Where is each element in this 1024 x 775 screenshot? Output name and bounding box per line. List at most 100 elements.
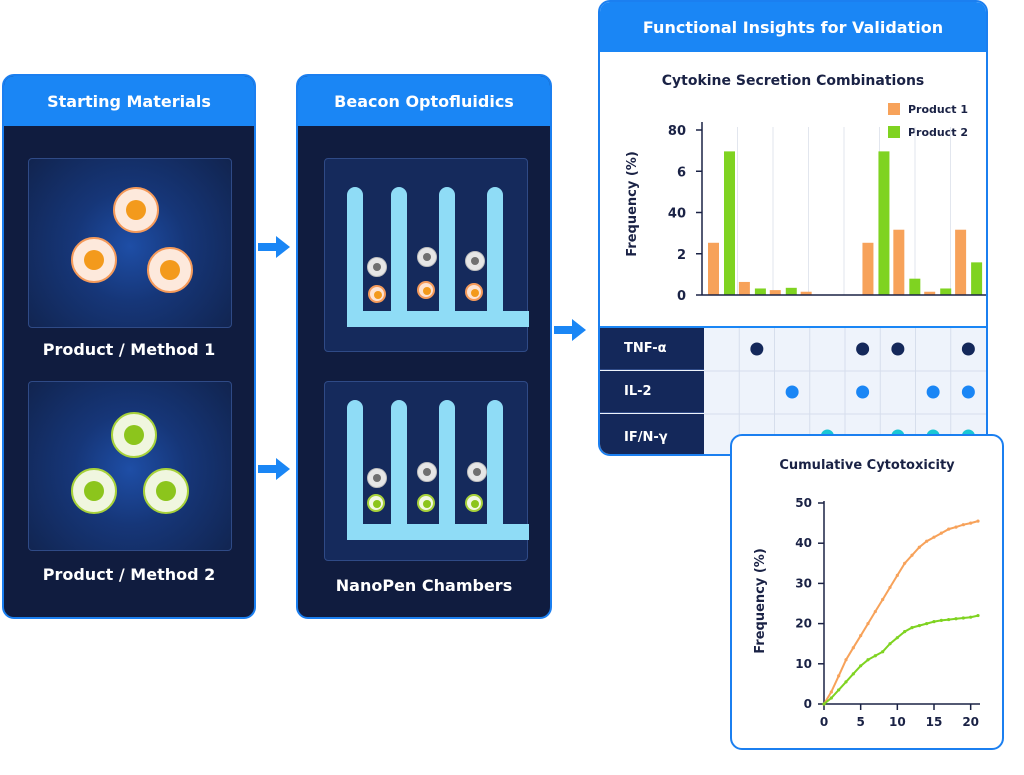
cell-icon	[113, 187, 159, 233]
cytotoxicity-point	[961, 523, 965, 527]
legend-swatch-product-1	[888, 103, 900, 115]
bead-icon	[417, 462, 437, 482]
cytotoxicity-point	[969, 615, 973, 619]
bar	[940, 288, 952, 295]
bar	[769, 290, 781, 295]
line-y-tick-label: 30	[795, 576, 812, 590]
beacon-optofluidics-title: Beacon Optofluidics	[298, 76, 550, 126]
line-y-tick-label: 20	[795, 617, 812, 631]
cell-icon	[417, 281, 435, 299]
bead-icon	[367, 257, 387, 277]
bar	[862, 242, 874, 295]
cell-icon	[71, 237, 117, 283]
dot-marker-icon	[785, 385, 799, 399]
cytotoxicity-point	[947, 527, 951, 531]
cytotoxicity-point	[851, 672, 855, 676]
line-y-tick-label: 40	[795, 536, 812, 550]
cytotoxicity-point	[939, 618, 943, 622]
cell-icon	[143, 468, 189, 514]
cytotoxicity-point	[910, 626, 914, 630]
line-x-tick-label: 0	[820, 715, 828, 729]
legend-product-1: Product 1	[908, 103, 968, 116]
line-y-tick-label: 50	[795, 496, 812, 510]
functional-insights-title: Functional Insights for Validation	[600, 2, 986, 52]
legend-product-2: Product 2	[908, 126, 968, 139]
cytotoxicity-series-line	[823, 614, 979, 705]
line-y-tick-label: 0	[804, 697, 812, 711]
product-2-tile	[28, 381, 232, 551]
product-1-tile	[28, 158, 232, 328]
bar	[738, 281, 750, 295]
cytotoxicity-point	[932, 619, 936, 624]
line-x-tick-label: 5	[856, 715, 864, 729]
cell-icon	[465, 494, 483, 512]
bar-y-tick-label: 6	[677, 165, 686, 180]
cytotoxicity-point	[954, 617, 958, 621]
dot-marker-icon	[891, 342, 905, 356]
matrix-row-label: IL-2	[600, 371, 704, 413]
bead-icon	[465, 251, 485, 271]
cell-icon	[367, 494, 385, 512]
cytotoxicity-point	[969, 521, 973, 525]
cytotoxicity-point	[829, 690, 833, 694]
cytotoxicity-point	[932, 535, 936, 539]
cytotoxicity-line-chart: Cumulative Cytotoxicity Frequency (%) 0 1…	[753, 458, 980, 729]
bar-y-tick-label: 0	[677, 289, 686, 304]
bead-icon	[367, 468, 387, 488]
cell-icon	[368, 285, 386, 303]
line-x-tick-label: 20	[962, 715, 979, 729]
dot-marker-icon	[961, 385, 975, 399]
cytotoxicity-point	[859, 664, 863, 668]
bar-y-tick-label: 2	[677, 248, 686, 263]
cytotoxicity-point	[888, 585, 892, 590]
cell-icon	[147, 247, 193, 293]
cytokine-bar-chart: Cytokine Secretion Combinations Frequenc…	[625, 73, 986, 304]
product-method-2-label: Product / Method 2	[42, 565, 216, 584]
nanopen-chamber-icon	[347, 400, 529, 540]
cytotoxicity-point	[873, 609, 877, 614]
nanopen-tile-2	[324, 381, 529, 561]
cytotoxicity-point	[866, 658, 870, 662]
cytotoxicity-point	[829, 696, 833, 700]
bead-icon	[467, 462, 487, 482]
bar	[955, 229, 967, 295]
dot-marker-icon	[750, 342, 764, 356]
bar-chart-ylabel: Frequency (%)	[625, 151, 640, 257]
dot-marker-icon	[856, 342, 870, 356]
cytotoxicity-point	[910, 553, 914, 557]
line-y-tick-label: 10	[795, 657, 812, 671]
cytotoxicity-point	[844, 658, 848, 662]
cytotoxicity-point	[895, 636, 899, 640]
bar	[878, 151, 890, 295]
cytotoxicity-point	[873, 654, 877, 658]
cell-icon	[417, 494, 435, 512]
cytotoxicity-point	[903, 561, 907, 565]
line-chart-title: Cumulative Cytotoxicity	[779, 458, 955, 473]
line-x-tick-label: 10	[889, 715, 906, 729]
nanopen-tile-1	[324, 158, 529, 352]
nanopen-chamber-icon	[347, 187, 529, 327]
cytotoxicity-point	[925, 539, 929, 543]
dot-marker-icon	[961, 342, 975, 356]
legend-swatch-product-2	[888, 126, 900, 138]
matrix-row-label: IF/N-γ	[600, 414, 704, 454]
bar	[724, 151, 735, 295]
bar-y-tick-label: 80	[668, 124, 686, 139]
line-chart-ylabel: Frequency (%)	[753, 548, 768, 654]
product-method-1-label: Product / Method 1	[42, 340, 216, 359]
cytotoxicity-point	[976, 613, 980, 618]
cytotoxicity-panel: Cumulative Cytotoxicity Frequency (%) 0 1…	[730, 434, 1004, 750]
bar	[785, 287, 797, 295]
arrow-right-icon	[258, 458, 290, 480]
cytotoxicity-point	[859, 634, 863, 638]
starting-materials-title: Starting Materials	[4, 76, 254, 126]
arrow-right-icon	[258, 236, 290, 258]
cytotoxicity-point	[888, 642, 892, 646]
line-x-tick-label: 15	[926, 715, 943, 729]
bar-chart-title: Cytokine Secretion Combinations	[662, 73, 925, 89]
cytotoxicity-point	[903, 630, 907, 634]
cytotoxicity-point	[976, 519, 980, 523]
cytotoxicity-point	[947, 617, 951, 622]
bar	[754, 288, 766, 295]
bar	[909, 278, 921, 295]
